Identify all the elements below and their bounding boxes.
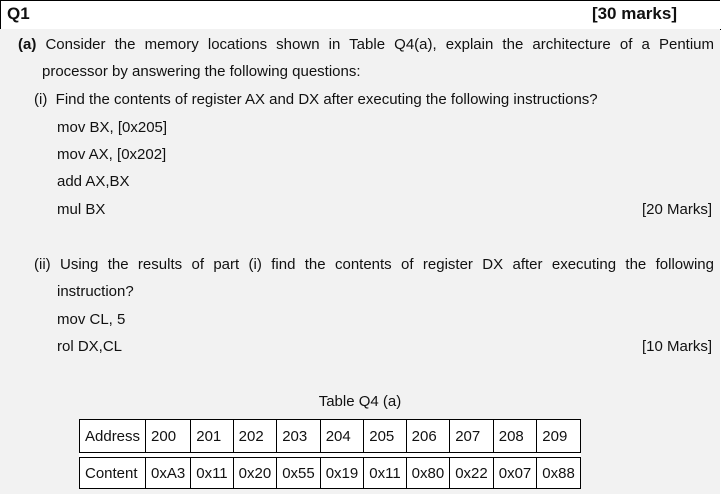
- part-a-intro-text: Consider the memory locations shown in T…: [45, 36, 714, 53]
- row-label-content: Content: [78, 457, 147, 489]
- row-label-address: Address: [78, 419, 147, 453]
- address-cell: 203: [276, 419, 321, 453]
- content-cell: 0x22: [449, 457, 494, 489]
- question-body: (a) Consider the memory locations shown …: [0, 29, 720, 494]
- instruction-line: rol DX,CL: [57, 338, 123, 355]
- content-cell: 0x80: [405, 457, 451, 489]
- part-i-label: (i): [34, 91, 48, 108]
- total-marks: [30 marks]: [591, 4, 677, 23]
- content-cell: 0x07: [492, 457, 538, 489]
- content-cell: 0x88: [536, 457, 581, 489]
- address-cell: 201: [190, 419, 234, 453]
- part-i-marks: [20 Marks]: [641, 201, 712, 218]
- memory-table: Address 200 201 202 203 204 205 206 207 …: [78, 419, 581, 489]
- part-ii-label: (ii): [34, 256, 51, 273]
- address-cell: 206: [405, 419, 451, 453]
- content-cell: 0xA3: [145, 457, 192, 489]
- part-ii-question-line2: instruction?: [57, 283, 134, 300]
- question-number: Q1: [7, 4, 30, 23]
- part-i-question: (i) Find the contents of register AX and…: [34, 91, 598, 108]
- instruction-line: mov BX, [0x205]: [57, 119, 168, 136]
- address-cell: 202: [232, 419, 278, 453]
- content-row: Content 0xA3 0x11 0x20 0x55 0x19 0x11 0x…: [78, 457, 581, 489]
- part-ii-question-line1: (ii) Using the results of part (i) find …: [34, 256, 714, 273]
- part-i-text: Find the contents of register AX and DX …: [55, 91, 598, 108]
- instruction-line: mov AX, [0x202]: [57, 146, 167, 163]
- instruction-line: mov CL, 5: [57, 311, 126, 328]
- address-cell: 205: [363, 419, 407, 453]
- content-cell: 0x11: [190, 457, 234, 489]
- content-cell: 0x11: [363, 457, 407, 489]
- table-caption: Table Q4 (a): [318, 393, 402, 410]
- address-row: Address 200 201 202 203 204 205 206 207 …: [78, 419, 581, 453]
- content-cell: 0x20: [232, 457, 278, 489]
- content-cell: 0x19: [319, 457, 365, 489]
- part-ii-marks: [10 Marks]: [641, 338, 712, 355]
- address-cell: 207: [449, 419, 494, 453]
- instruction-line: mul BX: [57, 201, 106, 218]
- instruction-line: add AX,BX: [57, 173, 130, 190]
- address-cell: 200: [145, 419, 192, 453]
- part-a-intro-line2: processor by answering the following que…: [42, 63, 361, 80]
- part-a-intro-line1: (a) Consider the memory locations shown …: [18, 36, 714, 53]
- address-cell: 208: [492, 419, 538, 453]
- part-a-label: (a): [18, 36, 37, 53]
- part-ii-text: Using the results of part (i) find the c…: [60, 256, 714, 273]
- address-cell: 204: [319, 419, 365, 453]
- content-cell: 0x55: [276, 457, 321, 489]
- question-header: Q1 [30 marks]: [1, 1, 721, 30]
- address-cell: 209: [536, 419, 581, 453]
